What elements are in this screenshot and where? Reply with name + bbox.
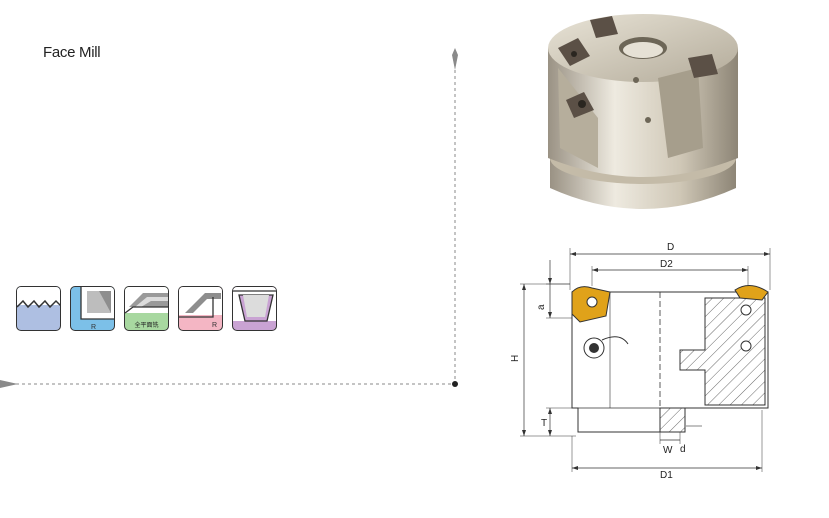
dim-W: W	[663, 445, 673, 456]
dim-T: T	[541, 418, 547, 429]
shoulder-milling-icon: R	[70, 286, 115, 331]
dim-H: H	[510, 355, 521, 362]
corner-radius-icon: R	[178, 286, 223, 331]
left-arrow-marker	[0, 380, 18, 388]
corner-dot-marker	[452, 381, 458, 387]
top-diamond-marker	[452, 48, 458, 70]
application-icons: R 全平面铣 R	[16, 286, 277, 331]
svg-text:R: R	[212, 322, 217, 329]
dim-D1: D1	[660, 470, 673, 480]
page-title: Face Mill	[43, 44, 101, 61]
insert-3	[688, 54, 718, 78]
slot-profile-icon	[232, 286, 277, 331]
svg-text:R: R	[91, 324, 96, 331]
insert-2	[590, 16, 618, 38]
face-milling-icon: 全平面铣	[124, 286, 169, 331]
face-milling-label: 全平面铣	[134, 323, 159, 329]
face-mill-photo	[548, 14, 738, 209]
thread-profile-icon	[16, 286, 61, 331]
dim-d: d	[680, 444, 686, 455]
dim-D2: D2	[660, 259, 673, 270]
dim-D: D	[667, 242, 674, 253]
dim-a: a	[536, 304, 547, 310]
technical-drawing: D D2 D1 H a T W d	[510, 242, 771, 480]
